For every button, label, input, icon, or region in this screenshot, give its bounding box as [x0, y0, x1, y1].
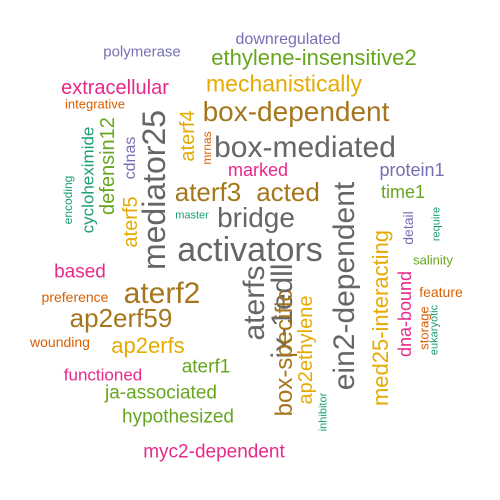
word-detail: detail: [400, 211, 416, 245]
word-salinity: salinity: [413, 252, 453, 268]
word-mediator25: mediator25: [136, 109, 172, 271]
word-based: based: [54, 261, 106, 283]
word-hypothesized: hypothesized: [122, 406, 234, 428]
word-preference: preference: [41, 289, 109, 305]
word-defensin12: defensin12: [97, 117, 119, 215]
word-box-mediated: box-mediated: [214, 131, 396, 164]
word-med25-interacting: med25-interacting: [368, 229, 393, 407]
word-ja-associated: ja-associated: [105, 382, 217, 404]
word-integrative: integrative: [65, 96, 125, 112]
word-aterf5: aterf5: [120, 196, 142, 248]
word-encoding: encoding: [61, 175, 75, 225]
word-time1: time1: [380, 182, 426, 202]
word-acted: acted: [256, 177, 320, 207]
word-ethylene-insensitive2: ethylene-insensitive2: [211, 45, 417, 70]
word-activators: activators: [177, 231, 323, 269]
word-polymerase: polymerase: [103, 43, 181, 61]
word-wounding: wounding: [30, 334, 90, 350]
word-myc2-dependent: myc2-dependent: [143, 441, 285, 463]
word-ap2erfs: ap2erfs: [111, 333, 185, 358]
word-box-specific: box-specific: [271, 289, 298, 417]
word-mrnas: mrnas: [200, 131, 214, 165]
word-aterf4: aterf4: [177, 110, 199, 162]
word-aterf3: aterf3: [174, 177, 242, 207]
word-require: require: [430, 206, 443, 242]
word-feature: feature: [419, 284, 463, 300]
word-ap2ethylene: ap2ethylene: [295, 295, 317, 405]
word-dna-bound: dna-bound: [395, 270, 415, 358]
word-aterf2: aterf2: [123, 277, 201, 310]
word-ap2erf59: ap2erf59: [69, 303, 173, 333]
word-ein2-dependent: ein2-dependent: [328, 181, 361, 391]
word-box-dependent: box-dependent: [202, 96, 390, 127]
word-protein1: protein1: [379, 160, 445, 180]
word-bridge: bridge: [217, 202, 295, 233]
word-downregulated: downregulated: [235, 31, 341, 48]
word-mechanistically: mechanistically: [206, 70, 362, 97]
word-master: master: [175, 209, 209, 222]
word-extracellular: extracellular: [61, 77, 169, 99]
word-cycloheximide: cycloheximide: [78, 126, 98, 234]
word-inhibitor: inhibitor: [317, 392, 330, 432]
word-aterf1: aterf1: [181, 356, 231, 378]
word-marked: marked: [227, 160, 289, 180]
word-functioned: functioned: [63, 365, 143, 385]
word-eukaryotic: eukaryotic: [428, 304, 441, 356]
